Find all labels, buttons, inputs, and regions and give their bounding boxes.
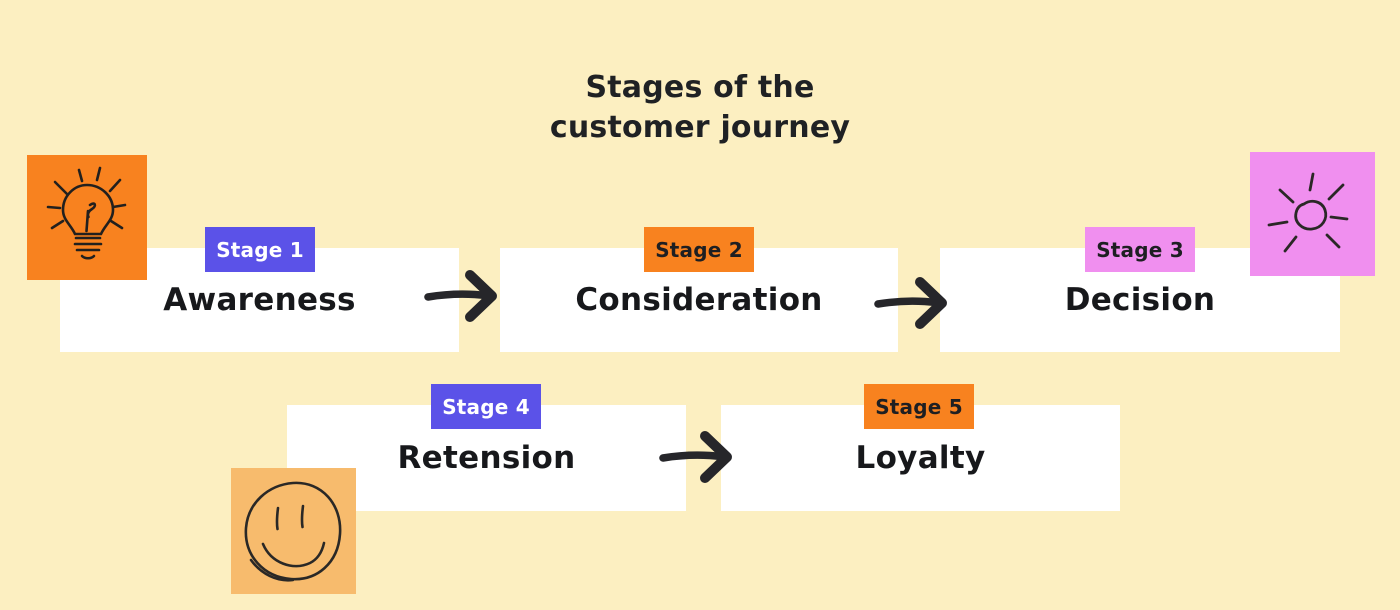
stage-name: Loyalty [855,440,986,476]
stage-name: Consideration [575,282,823,318]
stage-4-badge: Stage 4 [431,384,541,429]
smiley-face-icon [244,481,342,582]
stage-2-badge: Stage 2 [644,227,754,272]
stage-card-consideration: Consideration [500,248,898,352]
stage-5-badge: Stage 5 [864,384,974,429]
arrow-awareness-to-consideration [424,267,510,325]
sticky-note-smiley [231,468,356,594]
right-arrow-icon [424,270,497,322]
stage-name: Awareness [163,282,356,318]
lightbulb-icon [46,166,127,260]
sticky-note-sun [1250,152,1375,276]
arrow-consideration-to-decision [874,274,960,332]
arrow-retension-to-loyalty [659,428,745,486]
stage-name: Decision [1064,282,1216,318]
diagram-title: Stages of the customer journey [350,68,1050,147]
stage-name: Retension [397,440,576,476]
title-line-1: Stages of the [585,70,815,105]
right-arrow-icon [659,431,732,483]
title-line-2: customer journey [549,109,851,145]
sticky-note-lightbulb [27,155,147,280]
stage-3-badge: Stage 3 [1085,227,1195,272]
sun-icon [1267,172,1349,253]
stage-1-badge: Stage 1 [205,227,315,272]
right-arrow-icon [874,277,947,329]
